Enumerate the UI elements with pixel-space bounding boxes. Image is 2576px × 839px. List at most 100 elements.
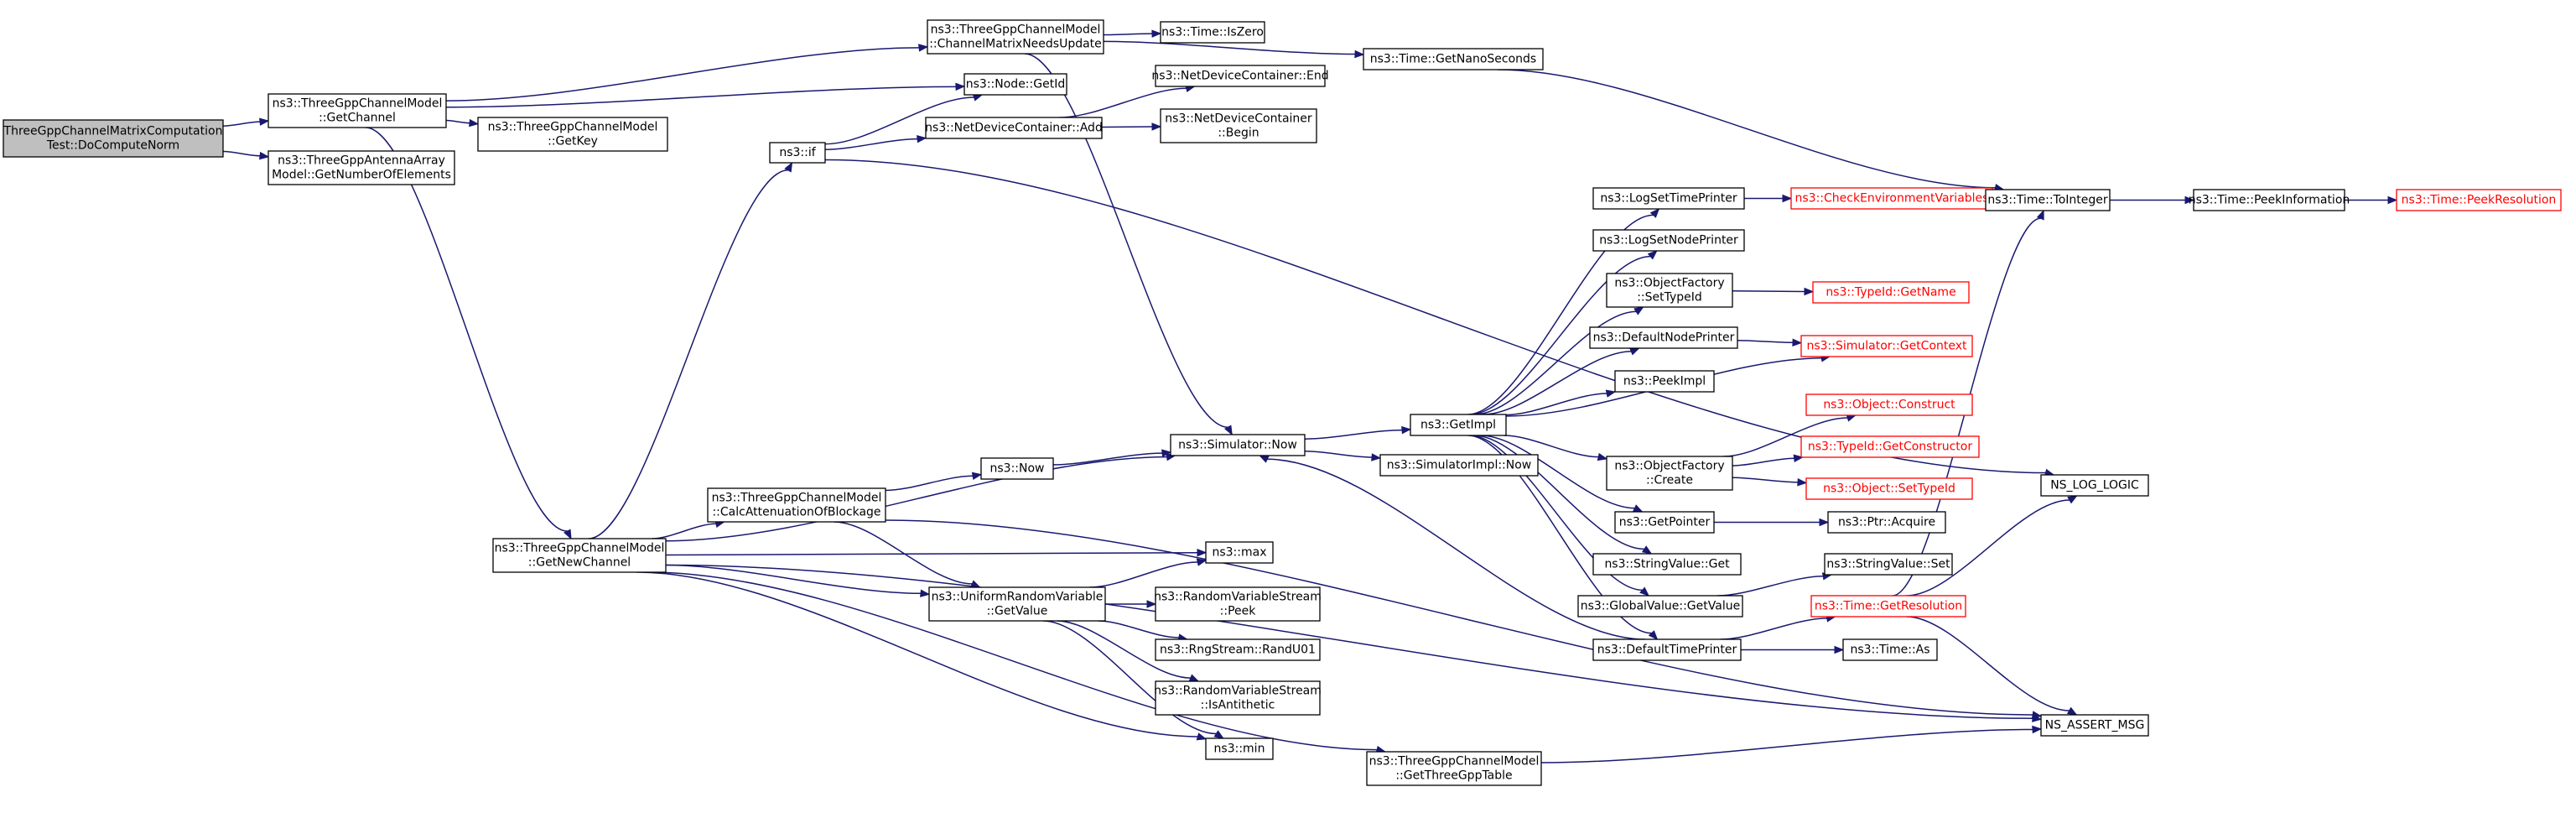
node-ofCreate[interactable]: ns3::ObjectFactory::Create: [1606, 456, 1733, 491]
node-label: ns3::Now: [990, 462, 1045, 476]
edge-timeGetRes-to-nsAssertMsg: [1906, 616, 2078, 716]
node-ndcEnd[interactable]: ns3::NetDeviceContainer::End: [1151, 65, 1329, 87]
node-box: [1985, 189, 2111, 211]
node-label: NS_ASSERT_MSG: [2045, 719, 2145, 732]
node-getNanoSeconds[interactable]: ns3::Time::GetNanoSeconds: [1363, 48, 1544, 70]
node-box: [1790, 187, 1993, 210]
node-chanUpdate[interactable]: ns3::ThreeGppChannelModel::ChannelMatrix…: [927, 19, 1104, 55]
node-box: [1205, 541, 1274, 564]
node-nodeGetId[interactable]: ns3::Node::GetId: [963, 73, 1067, 96]
node-min[interactable]: ns3::min: [1205, 737, 1274, 760]
node-label: ns3::if: [779, 146, 816, 159]
node-label: ns3::min: [1214, 743, 1265, 756]
node-checkEnv[interactable]: ns3::CheckEnvironmentVariables: [1790, 187, 1993, 210]
edge-urvGetValue-to-randU01: [1098, 620, 1188, 642]
node-box: [492, 538, 667, 573]
edge-getChannel-to-getKey: [445, 118, 480, 128]
node-box: [1592, 553, 1742, 576]
node-label: ns3::UniformRandomVariable: [932, 591, 1104, 604]
node-calcAtt[interactable]: ns3::ThreeGppChannelModel::CalcAttenuati…: [707, 487, 886, 523]
node-nsIf[interactable]: ns3::if: [769, 142, 826, 164]
node-timeToInteger[interactable]: ns3::Time::ToInteger: [1985, 189, 2111, 211]
edge-simNow-to-getImpl: [1304, 425, 1412, 440]
node-antennaElems[interactable]: ns3::ThreeGppAntennaArrayModel::GetNumbe…: [267, 150, 455, 185]
node-objConstruct[interactable]: ns3::Object::Construct: [1805, 393, 1973, 416]
node-box: [2040, 474, 2149, 497]
node-rvsPeek[interactable]: ns3::RandomVariableStream::Peek: [1154, 586, 1322, 622]
node-label: ::GetChannel: [319, 112, 396, 125]
node-ptrAcquire[interactable]: ns3::Ptr::Acquire: [1827, 511, 1946, 534]
node-nsLogLogic[interactable]: NS_LOG_LOGIC: [2040, 474, 2149, 497]
edge-getImpl-to-ofSetTypeId: [1474, 306, 1644, 415]
node-box: [1205, 737, 1274, 760]
node-typeIdGetName[interactable]: ns3::TypeId::GetName: [1812, 281, 1970, 304]
node-defTimePrinter[interactable]: ns3::DefaultTimePrinter: [1592, 638, 1742, 661]
edge-urvGetValue-to-min: [1042, 620, 1224, 739]
node-label: ThreeGppChannelMatrixComputation: [3, 125, 223, 138]
node-now[interactable]: ns3::Now: [980, 457, 1054, 480]
node-objSetTypeId[interactable]: ns3::Object::SetTypeId: [1805, 477, 1973, 500]
node-label: Model::GetNumberOfElements: [272, 169, 451, 182]
node-svSet[interactable]: ns3::StringValue::Set: [1824, 553, 1953, 576]
node-box: [1160, 108, 1317, 143]
node-defNodePrinter[interactable]: ns3::DefaultNodePrinter: [1589, 326, 1738, 349]
node-label: ns3::SimulatorImpl::Now: [1387, 459, 1532, 472]
node-label: ns3::RandomVariableStream: [1154, 685, 1322, 698]
node-gvGetValue[interactable]: ns3::GlobalValue::GetValue: [1577, 595, 1743, 618]
node-box: [1577, 595, 1743, 618]
node-box: [1805, 477, 1973, 500]
node-getImpl[interactable]: ns3::GetImpl: [1410, 414, 1507, 436]
node-label: ns3::NetDeviceContainer::Add: [925, 122, 1103, 135]
node-timeAs[interactable]: ns3::Time::As: [1842, 638, 1938, 661]
node-logSetTime[interactable]: ns3::LogSetTimePrinter: [1592, 187, 1745, 210]
node-getNewChannel[interactable]: ns3::ThreeGppChannelModel::GetNewChannel: [492, 538, 667, 573]
edge-timeToInteger-to-peekInfo: [2110, 195, 2195, 205]
node-timeIsZero[interactable]: ns3::Time::IsZero: [1160, 21, 1265, 44]
node-typeIdGetCtor[interactable]: ns3::TypeId::GetConstructor: [1800, 435, 1980, 458]
edge-getNewChannel-to-calcAtt: [652, 519, 725, 539]
node-logSetNode[interactable]: ns3::LogSetNodePrinter: [1592, 229, 1745, 252]
node-box: [1363, 48, 1544, 70]
edge-getNewChannel-to-nsIf: [588, 161, 793, 539]
node-ofSetTypeId[interactable]: ns3::ObjectFactory::SetTypeId: [1606, 273, 1733, 308]
node-ndcAdd[interactable]: ns3::NetDeviceContainer::Add: [925, 117, 1103, 139]
node-label: ns3::PeekImpl: [1623, 375, 1706, 388]
node-svGet[interactable]: ns3::StringValue::Get: [1592, 553, 1742, 576]
node-ndcBegin[interactable]: ns3::NetDeviceContainer::Begin: [1160, 108, 1317, 143]
node-label: ns3::DefaultNodePrinter: [1593, 331, 1735, 345]
edge-getChannel-to-chanUpdate: [445, 44, 929, 102]
node-peekInfo[interactable]: ns3::Time::PeekInformation: [2189, 189, 2350, 211]
edge-getNewChannel-to-urvGetValue: [665, 564, 931, 597]
node-getTable[interactable]: ns3::ThreeGppChannelModel::GetThreeGppTa…: [1366, 751, 1542, 786]
node-label: ns3::Time::ToInteger: [1987, 194, 2108, 207]
edge-getImpl-to-peekImpl: [1505, 389, 1617, 416]
node-box: [1606, 273, 1733, 308]
node-peekRes[interactable]: ns3::Time::PeekResolution: [2396, 189, 2562, 211]
node-box: [1155, 680, 1321, 716]
node-isAntithetic[interactable]: ns3::RandomVariableStream::IsAntithetic: [1154, 680, 1322, 716]
node-timeGetRes[interactable]: ns3::Time::GetResolution: [1810, 595, 1966, 618]
node-getChannel[interactable]: ns3::ThreeGppChannelModel::GetChannel: [267, 93, 447, 128]
node-box: [267, 93, 447, 128]
node-nsAssertMsg[interactable]: NS_ASSERT_MSG: [2040, 714, 2149, 737]
node-urvGetValue[interactable]: ns3::UniformRandomVariable::GetValue: [928, 586, 1106, 622]
edge-ofCreate-to-objConstruct: [1723, 414, 1857, 457]
node-root: ThreeGppChannelMatrixComputationTest::Do…: [3, 119, 224, 158]
node-randU01[interactable]: ns3::RngStream::RandU01: [1155, 638, 1321, 661]
node-simImplNow[interactable]: ns3::SimulatorImpl::Now: [1379, 454, 1539, 477]
node-label: NS_LOG_LOGIC: [2050, 479, 2139, 492]
node-getPointer[interactable]: ns3::GetPointer: [1614, 511, 1715, 534]
node-box: [928, 586, 1106, 622]
node-label: ::GetKey: [548, 135, 598, 149]
node-getKey[interactable]: ns3::ThreeGppChannelModel::GetKey: [477, 117, 668, 152]
edge-timeGetRes-to-nsLogLogic: [1906, 495, 2078, 597]
node-max[interactable]: ns3::max: [1205, 541, 1274, 564]
node-peekImpl[interactable]: ns3::PeekImpl: [1614, 370, 1715, 393]
node-simGetContext[interactable]: ns3::Simulator::GetContext: [1800, 335, 1973, 357]
edge-gvGetValue-to-svSet: [1716, 572, 1833, 597]
node-box: [2193, 189, 2345, 211]
node-box: [2040, 714, 2149, 737]
node-box: [1379, 454, 1539, 477]
node-simNow[interactable]: ns3::Simulator::Now: [1170, 434, 1306, 456]
node-box: [1614, 511, 1715, 534]
